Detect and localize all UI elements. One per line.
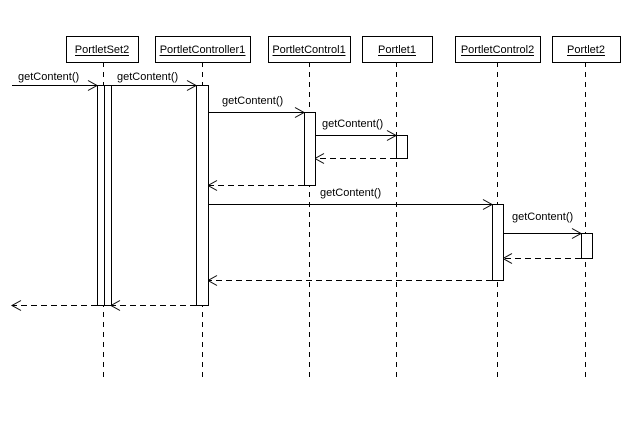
message-label-msg-3: getContent() bbox=[222, 95, 283, 107]
participant-box-portlet2[interactable] bbox=[552, 36, 621, 63]
participant-label-portlet1: Portlet1 bbox=[378, 44, 416, 56]
activation-bar-act-portletcontroller1 bbox=[196, 85, 209, 306]
message-label-msg-7: getContent() bbox=[320, 187, 381, 199]
message-label-msg-1: getContent() bbox=[18, 71, 79, 83]
activation-bar-act-portlet1 bbox=[396, 135, 408, 159]
message-label-msg-8: getContent() bbox=[512, 211, 573, 223]
activation-bar-act-portletcontrol1 bbox=[304, 112, 316, 186]
participant-label-portlet2: Portlet2 bbox=[567, 44, 605, 56]
participant-label-portletset2: PortletSet2 bbox=[75, 44, 129, 56]
activation-bar-act-portletcontrol2 bbox=[492, 204, 504, 281]
participant-label-portletcontrol1: PortletControl1 bbox=[272, 44, 345, 56]
participant-box-portlet1[interactable] bbox=[362, 36, 433, 63]
message-label-msg-4: getContent() bbox=[322, 118, 383, 130]
activation-bar-act-portletset2-a bbox=[97, 85, 105, 306]
activation-bar-act-portletset2-b bbox=[104, 85, 112, 306]
participant-box-portletcontroller1[interactable] bbox=[155, 36, 251, 63]
message-labels-layer: getContent() getContent() getContent() getC… bbox=[18, 71, 573, 223]
activation-bar-act-portlet2 bbox=[581, 233, 593, 259]
participant-label-portletcontrol2: PortletControl2 bbox=[461, 44, 534, 56]
message-arrowhead-msg-12 bbox=[10, 300, 22, 311]
participants-layer: PortletSet2 PortletController1 PortletCont… bbox=[66, 36, 621, 63]
participant-box-portletcontrol1[interactable] bbox=[268, 36, 351, 63]
activations-layer bbox=[97, 85, 593, 306]
messages-layer bbox=[10, 80, 583, 311]
participant-box-portletcontrol2[interactable] bbox=[455, 36, 541, 63]
message-label-msg-2: getContent() bbox=[117, 71, 178, 83]
participant-box-portletset2[interactable] bbox=[66, 36, 139, 63]
participant-label-portletcontroller1: PortletController1 bbox=[160, 44, 246, 56]
